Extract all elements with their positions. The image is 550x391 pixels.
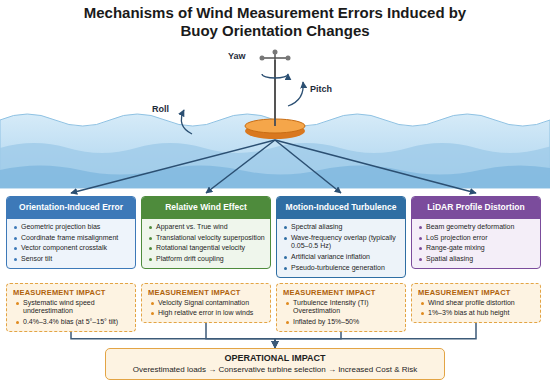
bullet-item: Translational velocity superposition: [146, 234, 266, 243]
impact-box: MEASUREMENT IMPACT Systematic wind speed …: [6, 283, 136, 332]
bullet-item: Artificial variance inflation: [281, 253, 401, 262]
motion-label: Roll: [150, 104, 171, 115]
bullet-item: Sensor tilt: [11, 255, 131, 264]
anemometer-cup: [260, 56, 265, 61]
merge-arrow: [206, 323, 275, 348]
yaw-arrow: [262, 74, 288, 78]
box-heading: MEASUREMENT IMPACT: [283, 288, 399, 297]
bullet-item: Rotational tangential velocity: [146, 244, 266, 253]
bullet-item: Spatial aliasing: [416, 255, 536, 264]
merge-arrow: [275, 332, 341, 348]
box-heading: Orientation-Induced Error: [7, 197, 135, 219]
box-heading: Relative Wind Effect: [142, 197, 270, 219]
anemometer-cup: [273, 50, 278, 55]
bullet-item: 1%–3% bias at hub height: [418, 309, 534, 318]
box-heading: Motion-Induced Turbulence: [277, 197, 405, 219]
bullet-item: Wave-frequency overlap (typically 0.05–0…: [281, 234, 401, 252]
mechanism-card: LiDAR Profile DistortionBeam geometry de…: [411, 196, 541, 269]
impact-box: MEASUREMENT IMPACT Wind shear profile dis…: [411, 283, 541, 324]
box-heading: MEASUREMENT IMPACT: [13, 288, 129, 297]
ocean-wave: [0, 166, 550, 189]
bullet-item: Turbulence Intensity (TI) Overestimation: [283, 299, 399, 317]
bullet-item: Beam geometry deformation: [416, 223, 536, 232]
bullet-item: Vector component crosstalk: [11, 244, 131, 253]
pitch-arrow: [288, 82, 303, 106]
bullet-item: LoS projection error: [416, 234, 536, 243]
box-heading: MEASUREMENT IMPACT: [148, 288, 264, 297]
motion-label: Pitch: [308, 84, 334, 95]
bullet-item: Pseudo-turbulence generation: [281, 264, 401, 273]
bullet-item: High relative error in low winds: [148, 309, 264, 318]
ocean-wave: [0, 143, 550, 188]
motion-label: Yaw: [226, 51, 248, 62]
operational-box: OPERATIONAL IMPACT Overestimated loads → …: [105, 348, 445, 381]
impact-box: MEASUREMENT IMPACT Velocity Signal contam…: [141, 283, 271, 324]
bullet-item: Spectral aliasing: [281, 223, 401, 232]
mechanism-card: Motion-Induced TurbulenceSpectral aliasi…: [276, 196, 406, 278]
fan-arrow: [206, 140, 275, 193]
bullet-item: Wind shear profile distortion: [418, 299, 534, 308]
bullet-item: 0.4%–3.4% bias (at 5°–15° tilt): [13, 318, 129, 327]
bullet-item: Geometric projection bias: [11, 223, 131, 232]
fan-arrow: [275, 140, 476, 193]
buoy-mast: [274, 60, 276, 126]
bullet-item: Systematic wind speed underestimation: [13, 299, 129, 317]
bullet-item: Inflated by 15%–50%: [283, 318, 399, 327]
box-heading: LiDAR Profile Distortion: [412, 197, 540, 219]
mechanism-card: Orientation-Induced ErrorGeometric proje…: [6, 196, 136, 269]
impact-box: MEASUREMENT IMPACT Turbulence Intensity (…: [276, 283, 406, 332]
bullet-item: Apparent vs. True wind: [146, 223, 266, 232]
box-heading: OPERATIONAL IMPACT: [114, 353, 436, 363]
roll-arrow: [181, 110, 192, 134]
mechanism-card: Relative Wind EffectApparent vs. True wi…: [141, 196, 271, 269]
fan-arrow: [71, 140, 275, 193]
bullet-item: Range-gate mixing: [416, 244, 536, 253]
anemometer-cup: [286, 56, 291, 61]
box-heading: MEASUREMENT IMPACT: [418, 288, 534, 297]
merge-arrow: [71, 332, 275, 348]
bullet-item: Platform drift coupling: [146, 255, 266, 264]
diagram-title: Mechanisms of Wind Measurement Errors In…: [65, 4, 485, 40]
bullet-item: Coordinate frame misalignment: [11, 234, 131, 243]
bullet-item: Velocity Signal contamination: [148, 299, 264, 308]
impact-statement: Overestimated loads → Conservative turbi…: [114, 365, 436, 375]
